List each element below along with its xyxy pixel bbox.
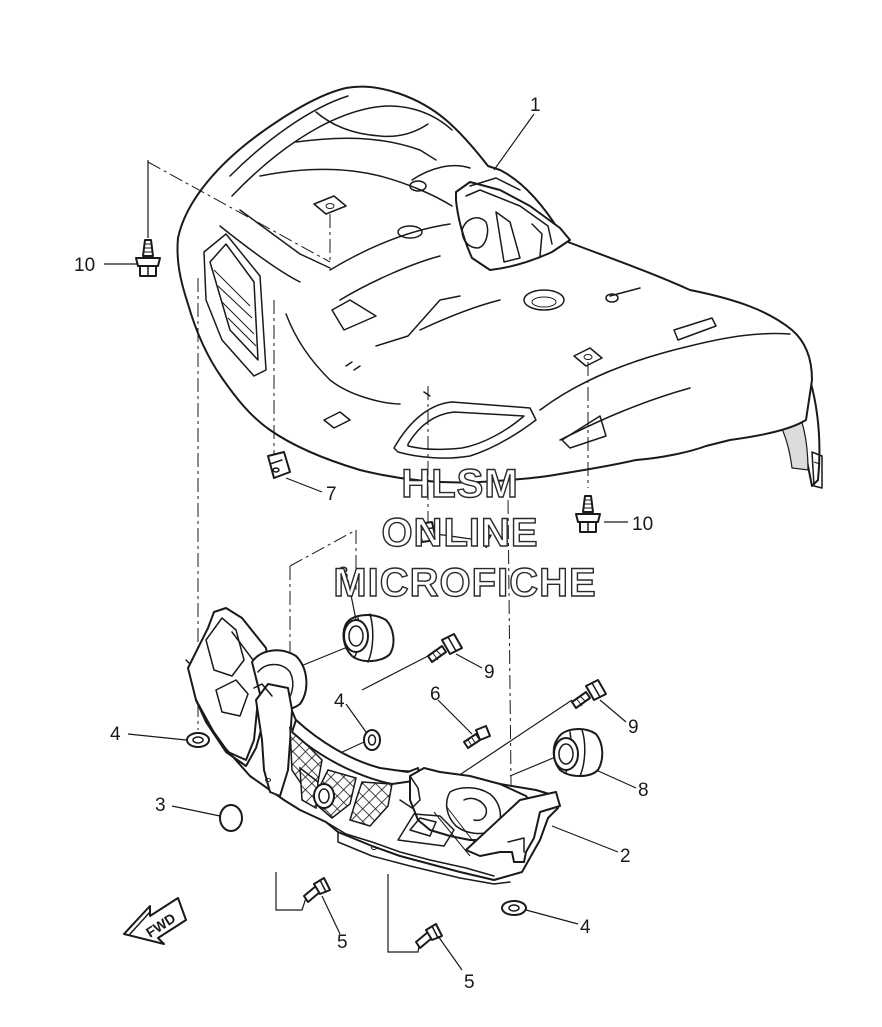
callout-7-left: 7: [326, 484, 337, 505]
callout-10-right: 10: [632, 514, 653, 535]
callout-6: 6: [430, 684, 441, 705]
grommet-part-4-left: [186, 732, 210, 748]
callout-labels: 1 10 10 7 7 8 8 9 9 4 4 4 6 3 2 5 5: [74, 95, 653, 993]
watermark-line-1: HLSM: [401, 462, 518, 506]
callout-3: 3: [155, 795, 166, 816]
nut-clip-part-7-center: [417, 521, 437, 543]
rivet-part-5-left: [303, 877, 331, 903]
front-fender-part-1: [176, 85, 823, 489]
callout-5-left: 5: [337, 932, 348, 953]
callout-4-center: 4: [334, 691, 345, 712]
bolt-part-9-right: [571, 679, 607, 709]
bolt-part-10-left: [135, 239, 161, 277]
cap-part-3: [219, 804, 243, 832]
front-guard-part-2: [185, 607, 561, 885]
watermark-line-3: MICROFICHE: [333, 561, 596, 605]
grommet-part-4-bottom: [501, 900, 527, 916]
callout-5-right: 5: [464, 972, 475, 993]
forward-direction-arrow: FWD: [123, 897, 187, 945]
callout-9-center: 9: [484, 662, 495, 683]
bolt-part-10-right: [575, 495, 601, 533]
nut-clip-part-7-left: [267, 451, 291, 479]
screw-part-6: [463, 725, 491, 749]
callout-4-left: 4: [110, 724, 121, 745]
lamp-socket-part-8-left: [342, 613, 395, 663]
watermark: HLSM ONLINE MICROFICHE: [333, 461, 597, 605]
callout-8-left: 8: [338, 564, 349, 585]
callout-9-right: 9: [628, 717, 639, 738]
bolt-part-9-center: [427, 633, 463, 663]
callout-8-right: 8: [638, 780, 649, 801]
callout-leaders: [104, 113, 637, 971]
grommet-part-4-center: [363, 729, 381, 751]
callout-1: 1: [530, 95, 541, 116]
callout-4-bottom: 4: [580, 917, 591, 938]
callout-7-center: 7: [482, 532, 493, 553]
lamp-socket-part-8-right: [552, 728, 604, 777]
callout-2: 2: [620, 846, 631, 867]
callout-10-left: 10: [74, 255, 95, 276]
watermark-line-2: ONLINE: [381, 511, 538, 555]
